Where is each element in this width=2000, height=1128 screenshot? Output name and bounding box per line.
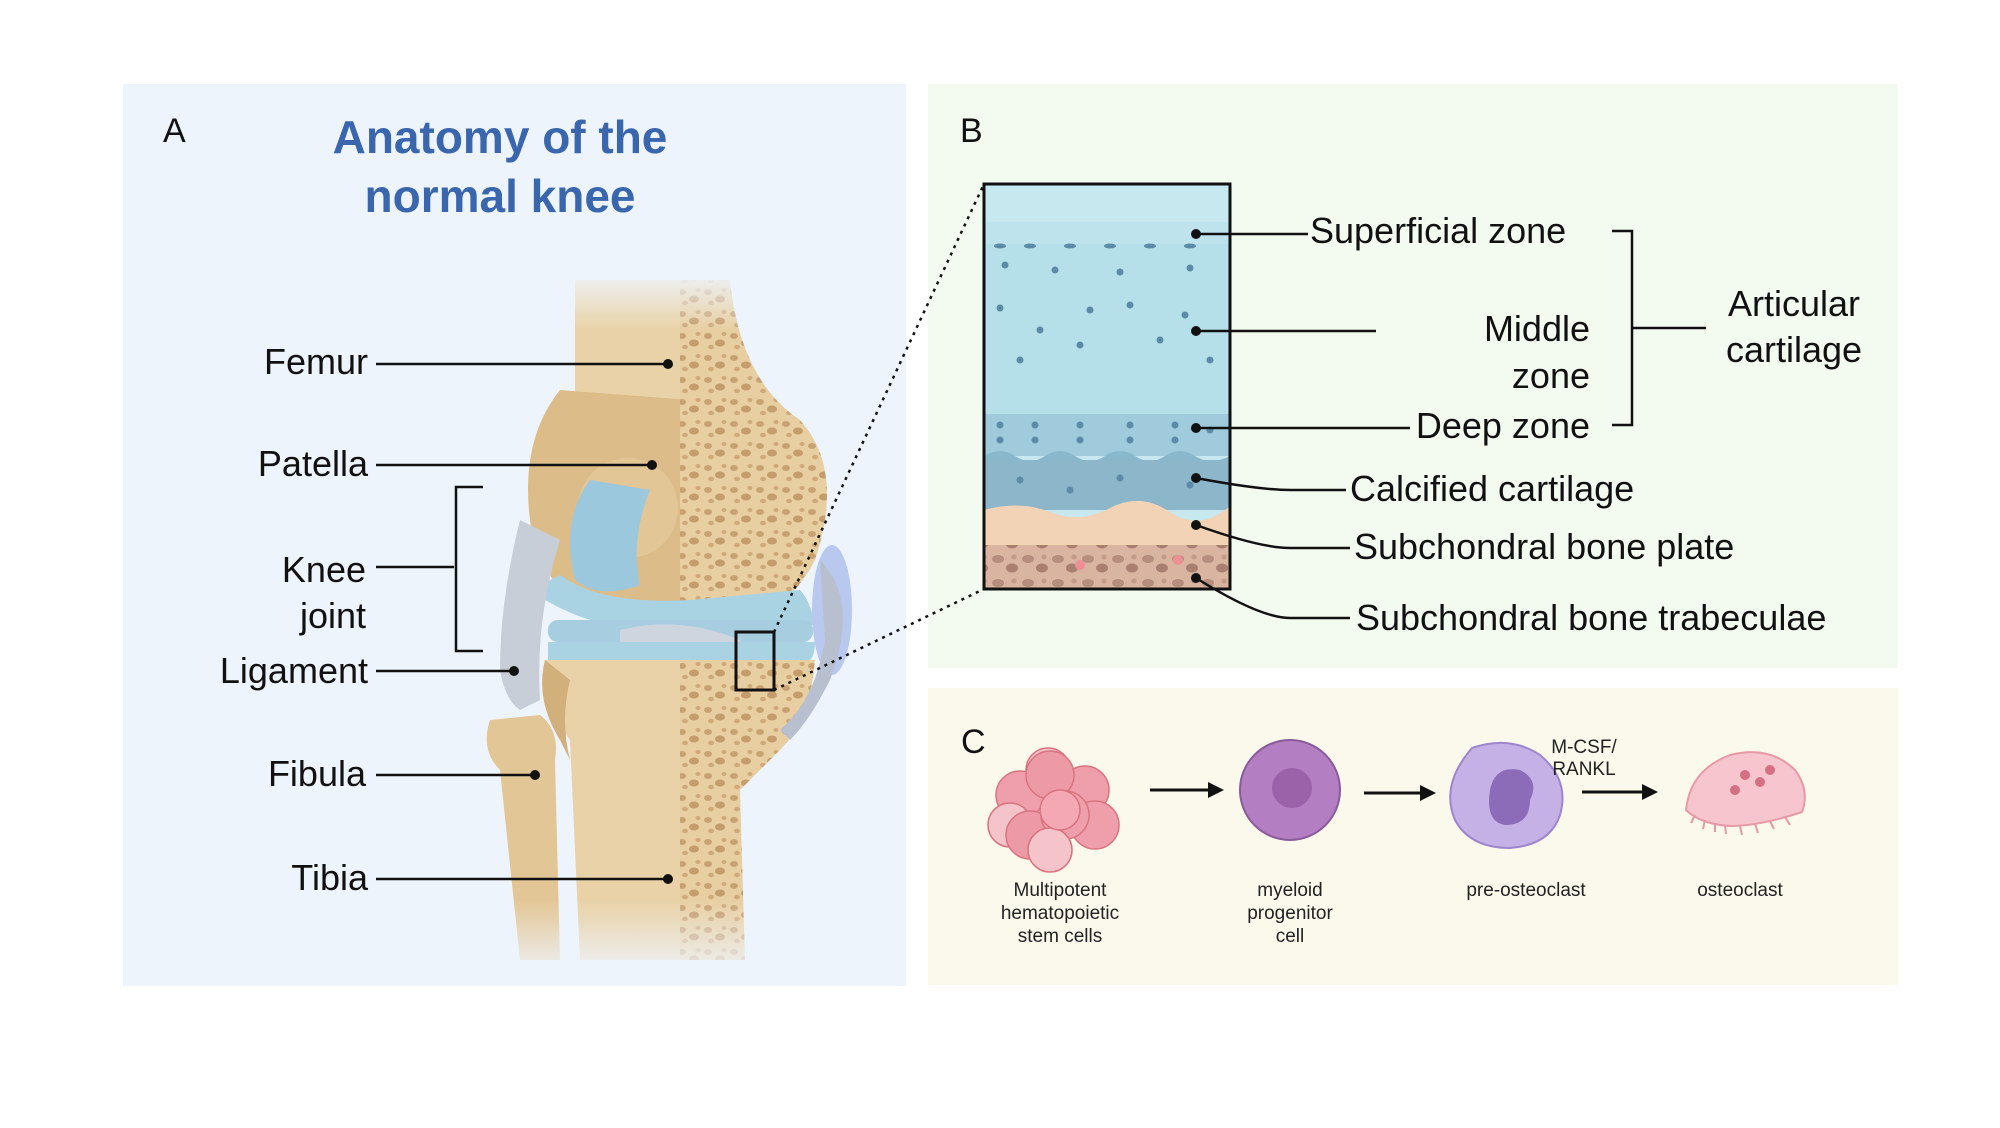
panel-c-letter: C [961, 723, 986, 761]
label-middle-zone-1: Middle [1484, 308, 1590, 349]
label-tibia: Tibia [291, 857, 369, 898]
knee-illustration [420, 270, 900, 980]
label-articular-2: cartilage [1726, 329, 1862, 370]
panel-a-title-line1: Anatomy of the [333, 111, 668, 163]
label-hsc-2: hematopoietic [1001, 903, 1119, 924]
label-deep-zone: Deep zone [1416, 405, 1590, 446]
arrow-label-mcsf: M-CSF/ [1551, 737, 1617, 758]
zoom-lines [772, 183, 986, 692]
differentiation-arrows [1150, 782, 1658, 801]
knee-inset-box [734, 630, 776, 692]
zoom-box [982, 182, 1232, 591]
label-femur: Femur [264, 341, 368, 382]
panel-a-letter: A [163, 112, 186, 150]
panel-a-leader-lines [376, 362, 668, 881]
label-fibula: Fibula [268, 753, 367, 794]
label-ligament: Ligament [220, 650, 368, 691]
label-myeloid-1: myeloid [1257, 880, 1322, 901]
label-superficial-zone: Superficial zone [1310, 210, 1566, 251]
myeloid-progenitor-icon [1239, 739, 1341, 841]
panel-b-leader-lines [1195, 229, 1706, 620]
arrow-label-rankl: RANKL [1552, 759, 1615, 780]
cartilage-cross-section [982, 182, 1232, 591]
label-knee-joint-2: joint [299, 595, 366, 636]
label-pre-osteoclast: pre-osteoclast [1466, 880, 1586, 901]
label-articular-1: Articular [1728, 283, 1860, 324]
label-knee-joint-1: Knee [282, 549, 366, 590]
label-hsc-3: stem cells [1018, 926, 1102, 947]
panel-a-title-line2: normal knee [365, 170, 636, 222]
label-myeloid-3: cell [1276, 926, 1305, 947]
osteoclast-icon [1684, 751, 1806, 836]
label-hsc-1: Multipotent [1014, 880, 1108, 901]
label-myeloid-2: progenitor [1247, 903, 1333, 924]
panel-b-letter: B [960, 112, 983, 150]
label-middle-zone-2: zone [1512, 355, 1590, 396]
panel-a-leader-dots [509, 359, 673, 884]
panel-b-leader-dots [1191, 229, 1201, 583]
label-patella: Patella [258, 443, 369, 484]
label-subchondral-plate: Subchondral bone plate [1354, 526, 1734, 567]
pre-osteoclast-icon [1449, 741, 1564, 850]
label-subchondral-trabeculae: Subchondral bone trabeculae [1356, 597, 1826, 638]
label-calcified-cartilage: Calcified cartilage [1350, 468, 1634, 509]
hsc-cluster-icon [987, 747, 1120, 873]
label-osteoclast: osteoclast [1697, 880, 1783, 901]
